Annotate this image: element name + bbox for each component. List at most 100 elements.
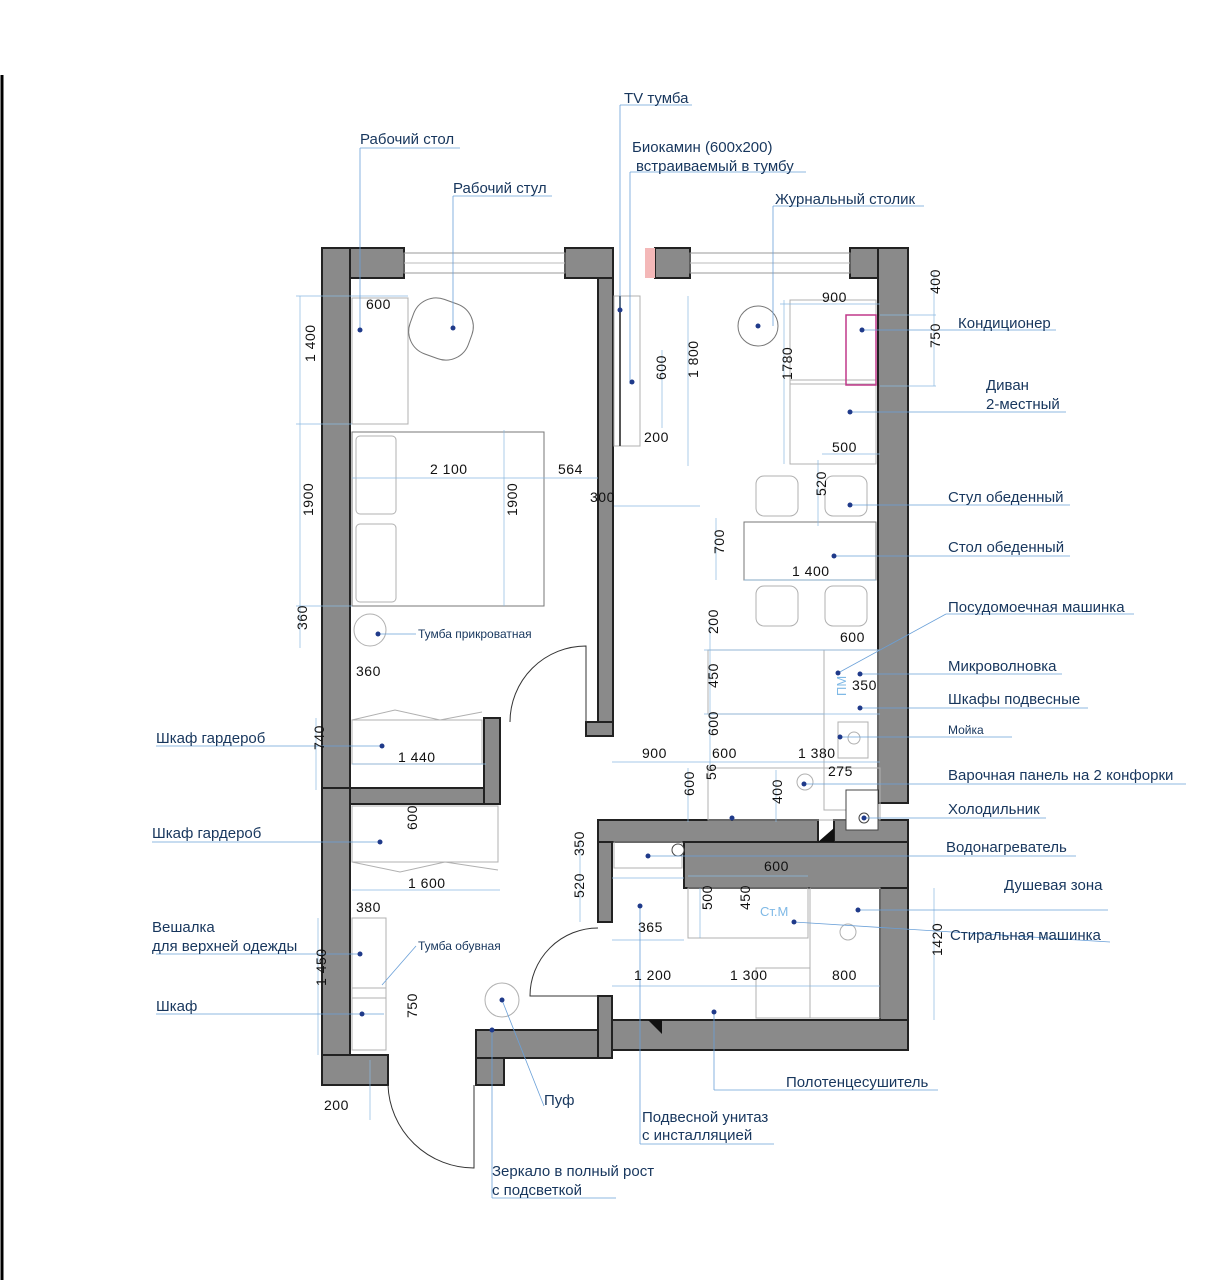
- dimension-label: 1 440: [398, 749, 436, 765]
- dimension-label: 800: [832, 967, 857, 983]
- dimension-label: 600: [681, 771, 697, 796]
- dimension-label: 365: [638, 919, 663, 935]
- label-work-chair: Рабочий стул: [453, 180, 547, 197]
- dimension-label: 520: [571, 873, 587, 898]
- label-pouf: Пуф: [544, 1092, 574, 1109]
- label-pm-mark: ПМ: [834, 676, 849, 696]
- dimension-label: 200: [644, 429, 669, 445]
- label-air-conditioner: Кондиционер: [958, 315, 1051, 332]
- dimension-label: 1780: [779, 347, 795, 380]
- dimension-label: 600: [653, 355, 669, 380]
- dimension-label: 200: [324, 1097, 349, 1113]
- dimension-label: 200: [705, 609, 721, 634]
- dimension-label: 1 380: [798, 745, 836, 761]
- dimension-label: 1 450: [313, 948, 329, 986]
- wall-kitchen-bath: [597, 819, 819, 843]
- label-fridge: Холодильник: [948, 801, 1040, 818]
- dimension-label: 1900: [504, 483, 520, 516]
- dimension-label: 360: [356, 663, 381, 679]
- label-hob: Варочная панель на 2 конфорки: [948, 767, 1173, 784]
- dimension-label: 450: [705, 663, 721, 688]
- dimension-label: 1 600: [408, 875, 446, 891]
- wall-top-mid-right: [654, 247, 691, 279]
- label-tv-stand: TV тумба: [624, 90, 689, 107]
- dimension-label: 400: [769, 779, 785, 804]
- dimension-label: 700: [711, 529, 727, 554]
- wall-bath-left-lower: [597, 995, 613, 1059]
- wall-left-lower: [321, 787, 351, 1086]
- label-shoe-cabinet: Тумба обувная: [418, 939, 501, 953]
- dimension-label: 450: [737, 885, 753, 910]
- wall-partition-bedroom: [597, 277, 614, 737]
- dimension-label: 740: [311, 725, 327, 750]
- dimension-label: 1 800: [685, 340, 701, 378]
- wall-entry-left: [321, 1054, 389, 1086]
- dimension-label: 1420: [929, 923, 945, 956]
- dimension-lines: [296, 272, 936, 1120]
- dimension-label: 600: [705, 711, 721, 736]
- label-sofa: Диван: [986, 377, 1029, 394]
- dimension-label: 564: [558, 461, 583, 477]
- wall-wardrobe-side: [483, 717, 501, 805]
- dimension-label: 500: [832, 439, 857, 455]
- label-wardrobe-2: Шкаф гардероб: [152, 825, 261, 842]
- wall-partition-foot: [585, 721, 614, 737]
- label-coat-hanger: Вешалка: [152, 919, 215, 936]
- walls: [321, 247, 909, 1086]
- dimension-label: 1 400: [792, 563, 830, 579]
- windows: [403, 248, 851, 278]
- dimensions: 600 1 400 2 100 564 1900 1900 300 360 36…: [294, 269, 945, 1113]
- label-shower: Душевая зона: [1004, 877, 1103, 894]
- wall-right-upper: [877, 247, 909, 804]
- dimension-label: 1 400: [302, 324, 318, 362]
- dimension-label: 900: [642, 745, 667, 761]
- dimension-label: 520: [813, 471, 829, 496]
- label-wm-mark: Ст.М: [760, 904, 788, 919]
- leader-lines: [152, 104, 1186, 1199]
- label-biofireplace-2: встраиваемый в тумбу: [636, 158, 794, 175]
- dimension-label: 900: [822, 289, 847, 305]
- dimension-label: 2 100: [430, 461, 468, 477]
- ac-unit: [845, 314, 877, 386]
- dimension-label: 300: [590, 489, 615, 505]
- furniture: [351, 295, 881, 1051]
- dimension-label: 1 300: [730, 967, 768, 983]
- label-sofa-2: 2-местный: [986, 396, 1060, 413]
- label-mirror: Зеркало в полный рост: [492, 1163, 654, 1180]
- label-coat-hanger-2: для верхней одежды: [152, 938, 297, 955]
- label-wardrobe-1: Шкаф гардероб: [156, 730, 265, 747]
- dimension-label: 275: [828, 763, 853, 779]
- label-toilet-2: с инсталляцией: [642, 1127, 752, 1144]
- label-washing-machine: Стиральная машинка: [950, 927, 1101, 944]
- wall-left-upper: [321, 247, 351, 789]
- label-microwave: Микроволновка: [948, 658, 1057, 675]
- label-toilet: Подвесной унитаз: [642, 1109, 768, 1126]
- label-dining-table: Стол обеденный: [948, 539, 1064, 556]
- label-dining-chair: Стул обеденный: [948, 489, 1064, 506]
- label-cabinet: Шкаф: [156, 998, 197, 1015]
- label-mirror-2: с подсветкой: [492, 1182, 582, 1199]
- wall-top-mid-left: [564, 247, 614, 279]
- label-towel-dryer: Полотенцесушитель: [786, 1074, 929, 1091]
- dimension-label: 1900: [300, 483, 316, 516]
- label-sink: Мойка: [948, 723, 984, 737]
- dimension-label: 400: [927, 269, 943, 294]
- label-water-heater: Водонагреватель: [946, 839, 1067, 856]
- dimension-label: 500: [699, 885, 715, 910]
- marker-dots: [357, 307, 867, 1033]
- label-biofireplace: Биокамин (600х200): [632, 139, 773, 156]
- label-coffee-table: Журнальный столик: [775, 191, 916, 208]
- dimension-label: 600: [366, 296, 391, 312]
- dimension-label: 56: [703, 763, 719, 780]
- label-bedside-table: Тумба прикроватная: [418, 627, 532, 641]
- label-work-desk: Рабочий стол: [360, 131, 454, 148]
- tv-niche-mark: [645, 248, 655, 278]
- dimension-label: 600: [712, 745, 737, 761]
- label-dishwasher: Посудомоечная машинка: [948, 599, 1125, 616]
- dimension-label: 750: [404, 993, 420, 1018]
- dimension-label: 750: [927, 323, 943, 348]
- dimension-label: 600: [404, 805, 420, 830]
- labels: TV тумба Биокамин (600х200) встраиваемый…: [152, 90, 1173, 1199]
- doors: [387, 645, 599, 1169]
